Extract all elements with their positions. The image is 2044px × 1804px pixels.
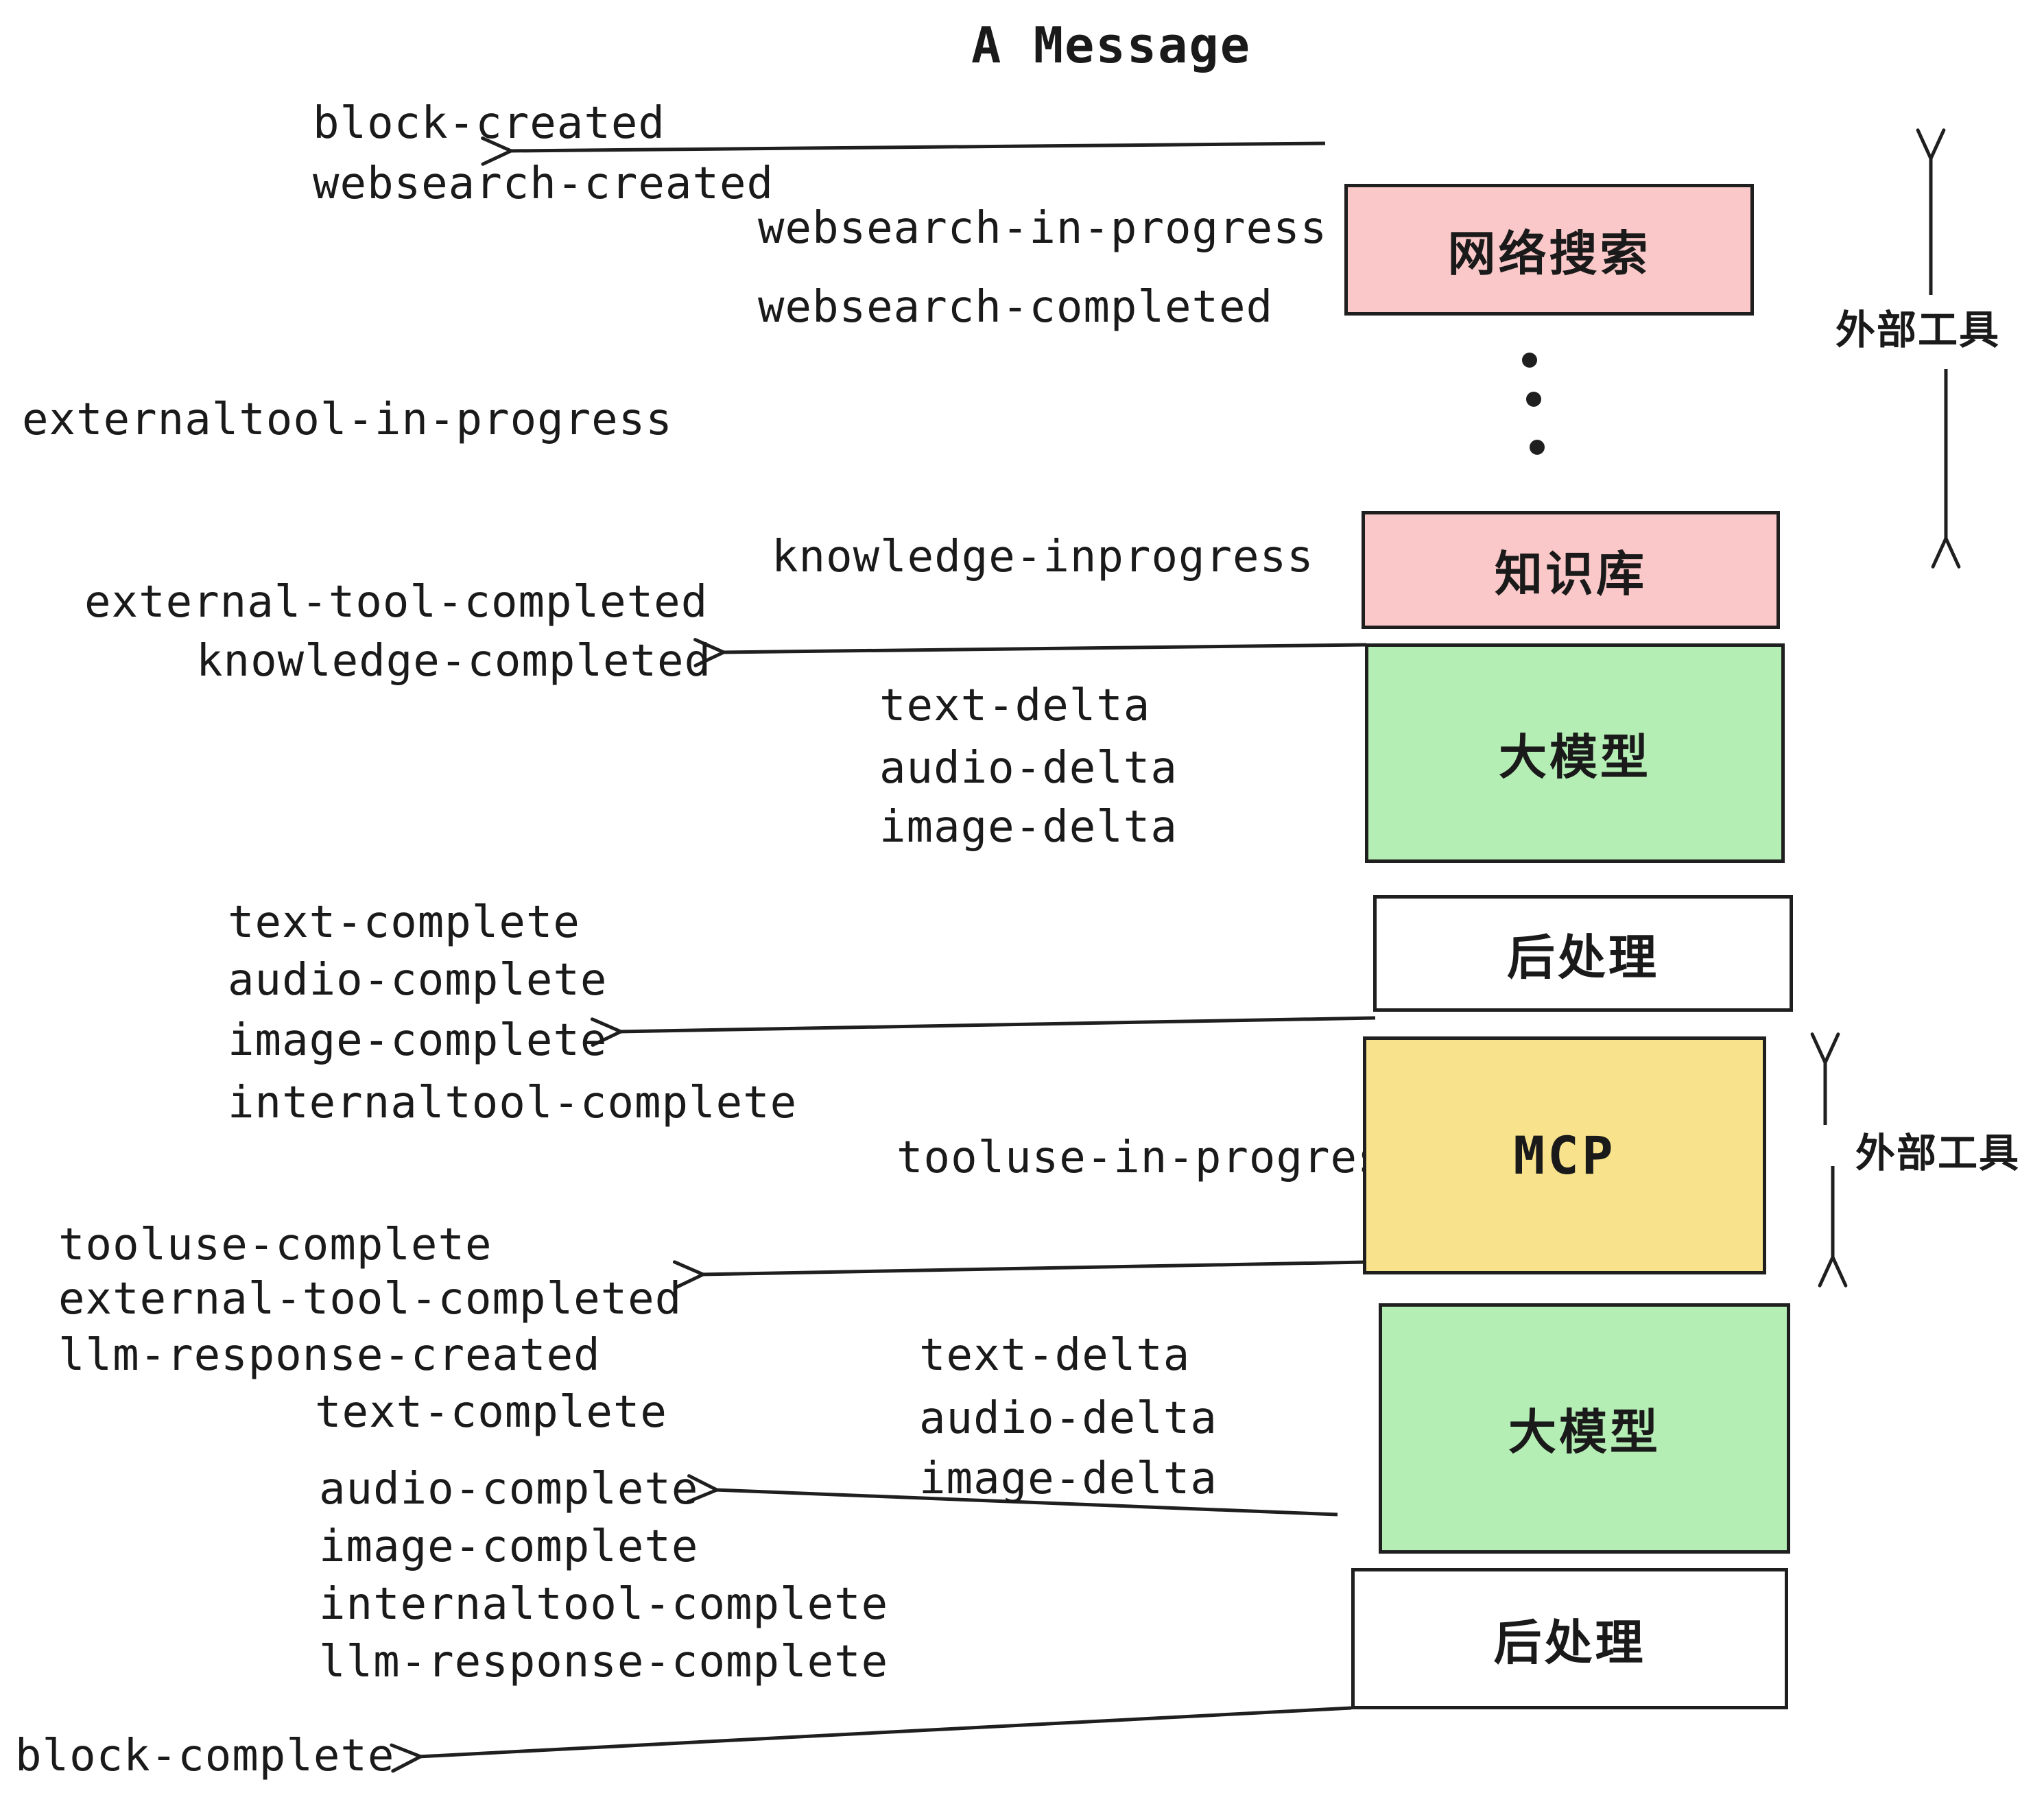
event-external-tool-completed-2: external-tool-completed xyxy=(58,1274,682,1325)
arrow-to-block-complete xyxy=(418,1706,1352,1757)
event-tooluse-in-progress: tooluse-in-progress xyxy=(896,1132,1412,1183)
event-internaltool-complete-2: internaltool-complete xyxy=(319,1579,889,1630)
event-websearch-completed: websearch-completed xyxy=(758,282,1274,333)
event-knowledge-completed: knowledge-completed xyxy=(196,636,712,687)
event-knowledge-inprogress: knowledge-inprogress xyxy=(772,532,1314,582)
box-postprocess-2-label: 后处理 xyxy=(1493,1614,1646,1671)
arrow-to-audio-complete xyxy=(715,1490,1338,1517)
event-internaltool-complete-1: internaltool-complete xyxy=(228,1078,798,1128)
event-audio-delta-2: audio-delta xyxy=(919,1393,1217,1444)
event-image-complete-1: image-complete xyxy=(228,1015,608,1066)
box-mcp: MCP xyxy=(1363,1036,1766,1274)
box-llm-1: 大模型 xyxy=(1365,643,1785,863)
event-llm-response-complete: llm-response-complete xyxy=(319,1637,889,1687)
ellipsis-dot-2 xyxy=(1526,392,1541,407)
event-llm-response-created: llm-response-created xyxy=(58,1330,601,1381)
event-block-complete: block-complete xyxy=(15,1731,395,1781)
event-text-complete-2: text-complete xyxy=(315,1387,667,1438)
page-title: A Message xyxy=(971,16,1252,74)
arrow-to-tooluse-complete xyxy=(701,1262,1366,1274)
box-postprocess-1-label: 后处理 xyxy=(1507,929,1659,986)
event-websearch-created: websearch-created xyxy=(313,158,774,209)
arrow-to-websearch-created xyxy=(509,143,1326,151)
label-external-tools-1: 外部工具 xyxy=(1835,307,2001,353)
event-text-delta-1: text-delta xyxy=(879,680,1151,731)
box-llm-2-label: 大模型 xyxy=(1508,1404,1661,1460)
event-audio-complete-1: audio-complete xyxy=(228,955,608,1006)
box-websearch: 网络搜索 xyxy=(1344,184,1754,316)
box-knowledge: 知识库 xyxy=(1362,511,1780,629)
arrow-to-knowledge-completed xyxy=(722,645,1367,652)
box-mcp-label: MCP xyxy=(1513,1125,1616,1186)
box-llm-1-label: 大模型 xyxy=(1499,728,1651,785)
event-audio-delta-1: audio-delta xyxy=(879,743,1178,794)
event-text-delta-2: text-delta xyxy=(919,1330,1191,1381)
ellipsis-dot-3 xyxy=(1530,440,1545,455)
box-websearch-label: 网络搜索 xyxy=(1447,225,1651,282)
event-image-delta-1: image-delta xyxy=(879,802,1178,853)
event-externaltool-in-progress: externaltool-in-progress xyxy=(22,394,673,445)
box-llm-2: 大模型 xyxy=(1379,1303,1790,1554)
box-postprocess-1: 后处理 xyxy=(1373,895,1793,1012)
label-external-tools-2: 外部工具 xyxy=(1855,1130,2021,1176)
event-block-created: block-created xyxy=(313,98,665,149)
box-postprocess-2: 后处理 xyxy=(1351,1568,1788,1709)
event-text-complete-1: text-complete xyxy=(228,897,580,948)
event-external-tool-completed-1: external-tool-completed xyxy=(84,577,709,628)
event-image-complete-2: image-complete xyxy=(319,1521,699,1572)
event-tooluse-complete: tooluse-complete xyxy=(58,1220,492,1270)
ellipsis-dot-1 xyxy=(1522,353,1537,368)
event-websearch-in-progress: websearch-in-progress xyxy=(758,203,1328,254)
event-image-delta-2: image-delta xyxy=(919,1453,1217,1504)
box-knowledge-label: 知识库 xyxy=(1495,545,1647,602)
event-audio-complete-2: audio-complete xyxy=(319,1464,699,1515)
arrow-to-image-complete xyxy=(619,1016,1376,1032)
